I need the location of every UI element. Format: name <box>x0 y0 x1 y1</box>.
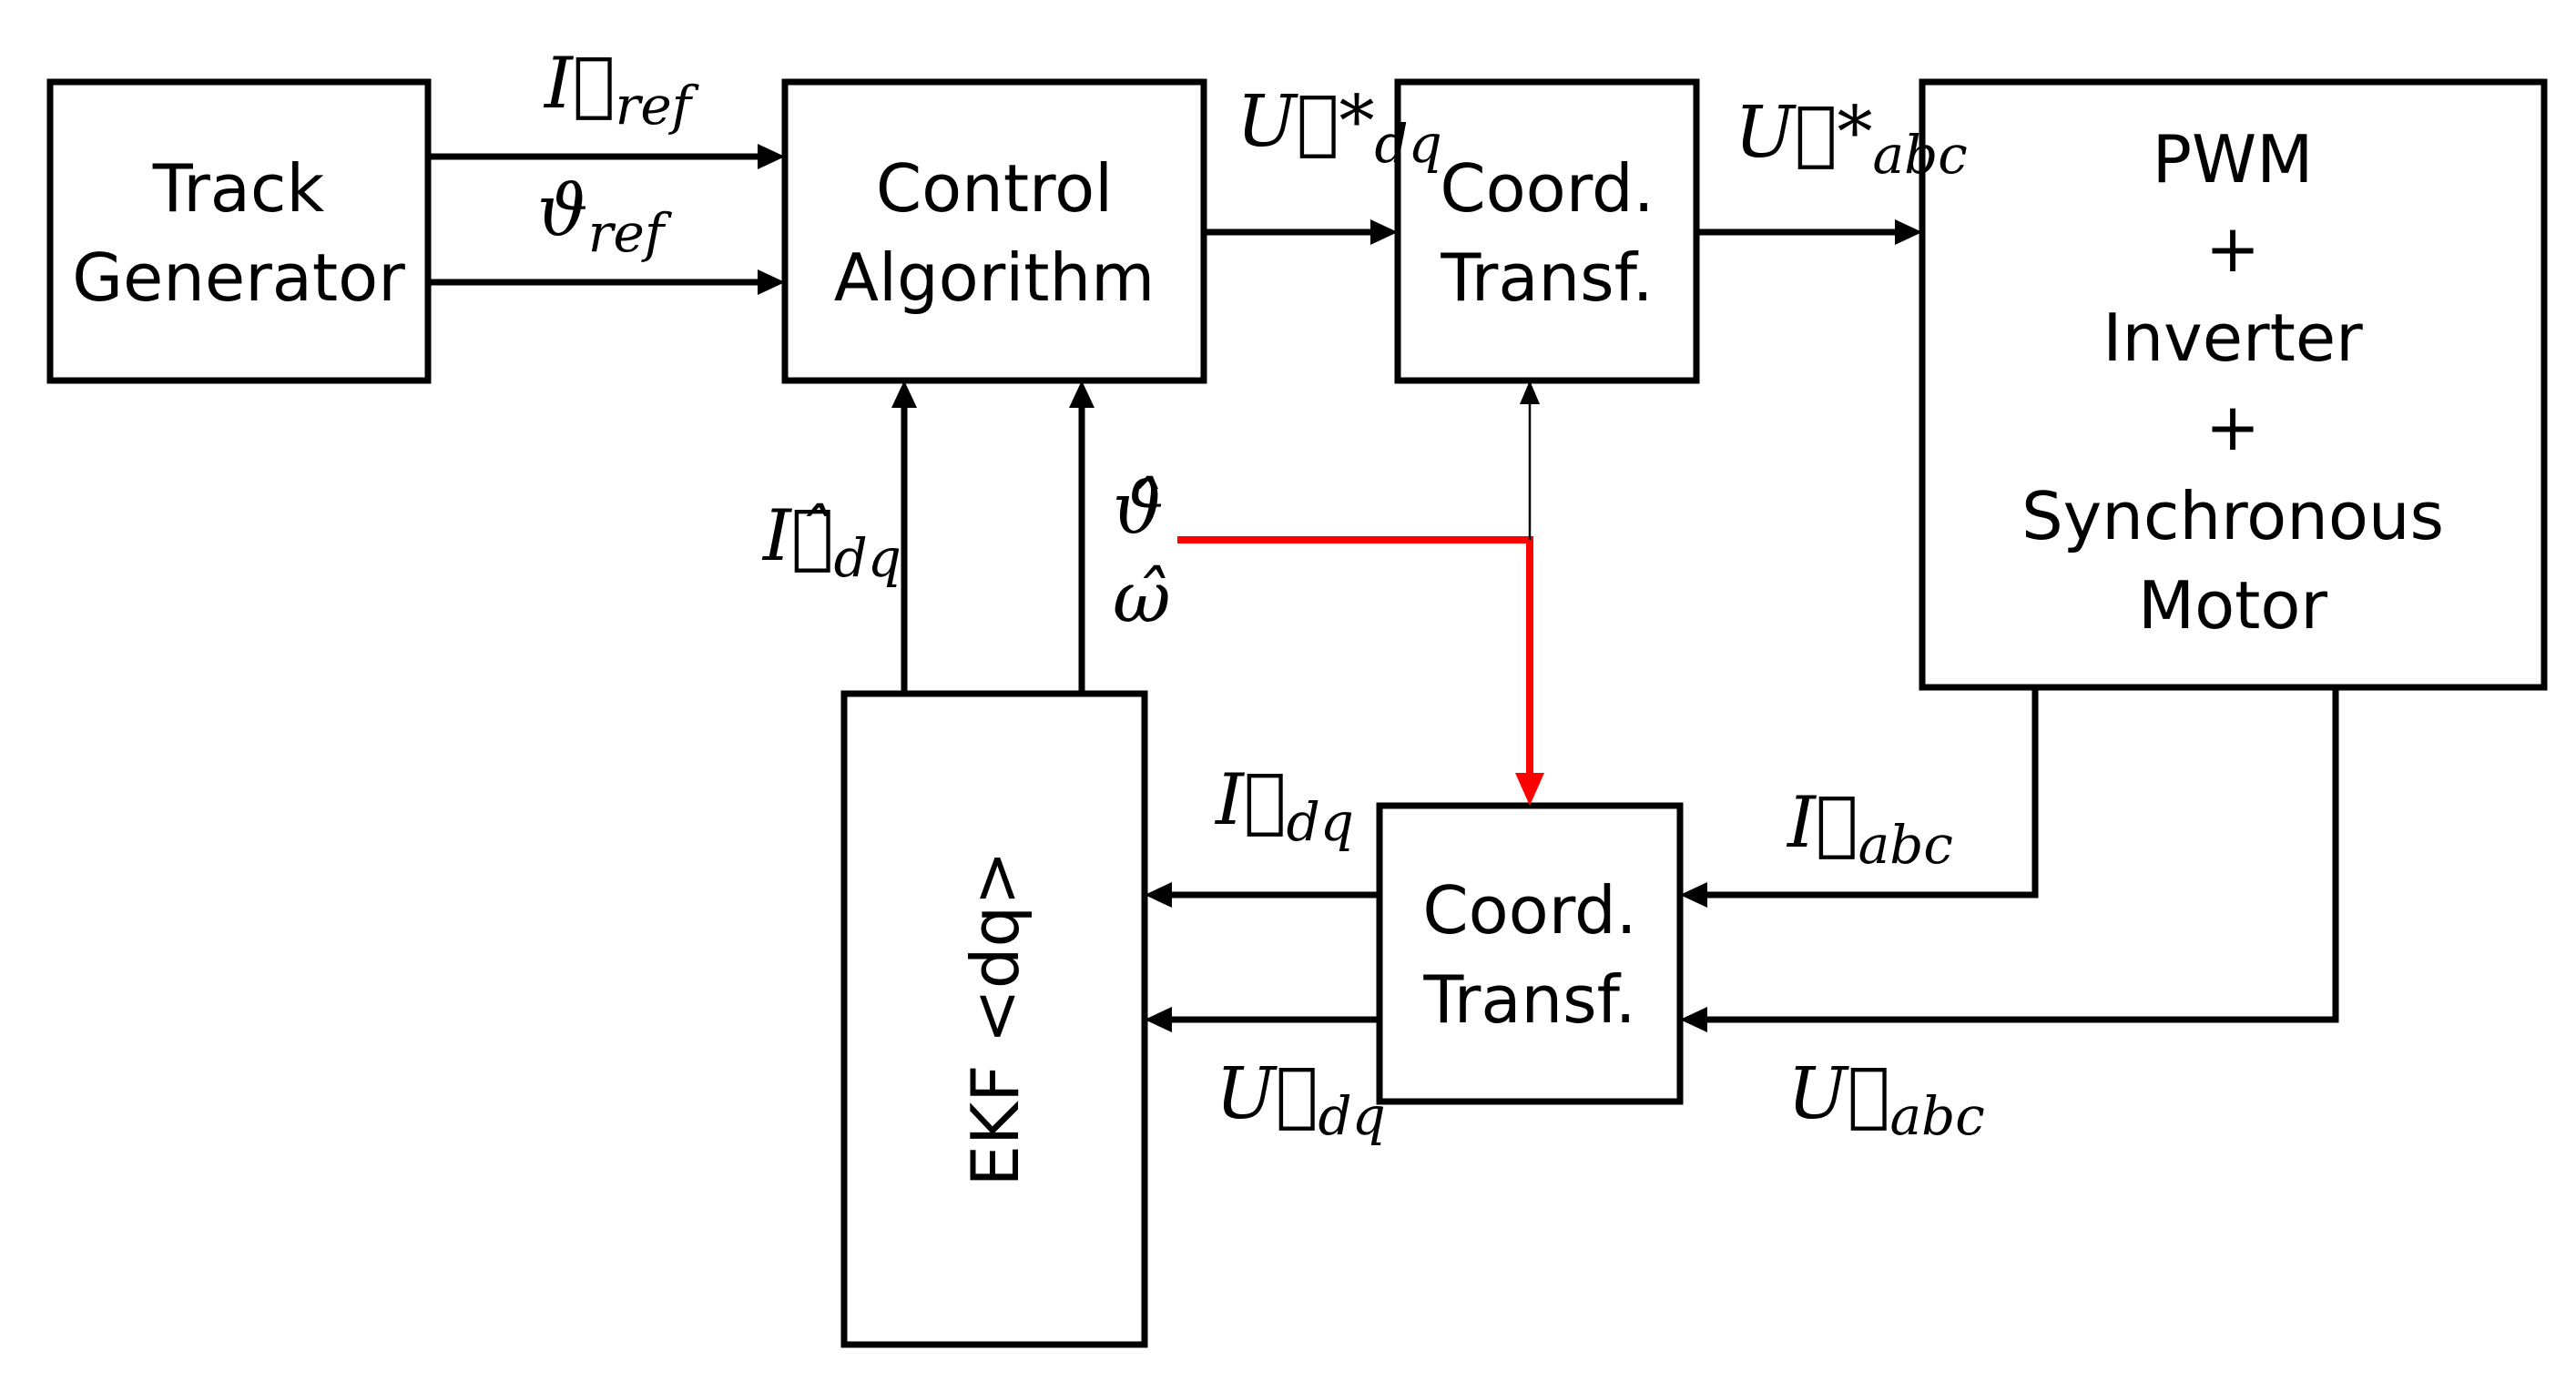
connector-theta-ref <box>428 269 785 295</box>
connector-u-dq <box>1145 1007 1380 1032</box>
inverter-label: Inverter <box>2103 300 2363 376</box>
control-algorithm-block: Control Algorithm <box>781 78 1207 384</box>
signal-label-theta-ref: ϑref <box>537 170 673 264</box>
signal-label-theta-hat: ϑ̂ <box>1113 468 1164 550</box>
coord-transf-bottom-label-2: Transf. <box>1422 961 1635 1038</box>
connector-i-abc <box>1680 687 2039 908</box>
signal-label-u-dq: U⃗dq <box>1216 1053 1386 1147</box>
signal-label-u-abc-star: U⃗*abc <box>1735 92 1968 186</box>
coord-transf-top-label-2: Transf. <box>1440 239 1653 316</box>
signal-label-i-dq-hat: I⃗̂dq <box>761 495 901 589</box>
signal-label-i-dq: I⃗dq <box>1214 759 1354 853</box>
synchronous-label: Synchronous <box>2021 478 2444 554</box>
plus-label-2: + <box>2205 389 2260 465</box>
signal-label-u-dq-star: U⃗*dq <box>1237 81 1442 175</box>
coord-transf-bottom-label-1: Coord. <box>1422 872 1636 949</box>
connector-i-dq-hat <box>891 381 917 694</box>
motor-label: Motor <box>2138 567 2327 644</box>
control-algorithm-label-2: Algorithm <box>834 239 1156 316</box>
signal-label-omega-hat: ω̂ <box>1113 557 1171 639</box>
signal-label-u-abc: U⃗abc <box>1787 1053 1985 1147</box>
ekf-label: EKF <dq> <box>957 850 1033 1186</box>
ekf-block: EKF <dq> <box>840 690 1148 1348</box>
pwm-inverter-motor-block: PWM + Inverter + Synchronous Motor <box>1919 78 2548 691</box>
signal-label-i-ref: I⃗ref <box>543 43 700 137</box>
connector-theta-omega-hat <box>1069 381 1095 694</box>
track-generator-label-2: Generator <box>72 239 405 316</box>
coord-transf-top-label-1: Coord. <box>1440 150 1654 227</box>
connector-u-abc-star <box>1696 219 1922 245</box>
connector-i-ref <box>428 144 785 169</box>
track-generator-block: Track Generator <box>46 78 432 384</box>
pwm-label: PWM <box>2153 121 2314 198</box>
coord-transf-top-block: Coord. Transf. <box>1394 78 1700 384</box>
connector-theta-hat-to-top-transform <box>1520 381 1540 540</box>
control-algorithm-label-1: Control <box>876 150 1113 227</box>
connector-u-dq-star <box>1204 219 1398 245</box>
connector-u-abc <box>1680 687 2339 1032</box>
signal-label-i-abc: I⃗abc <box>1786 782 1953 876</box>
connector-i-dq <box>1145 882 1380 908</box>
track-generator-label-1: Track <box>152 150 325 227</box>
plus-label-1: + <box>2205 210 2260 287</box>
coord-transf-bottom-block: Coord. Transf. <box>1376 802 1684 1105</box>
